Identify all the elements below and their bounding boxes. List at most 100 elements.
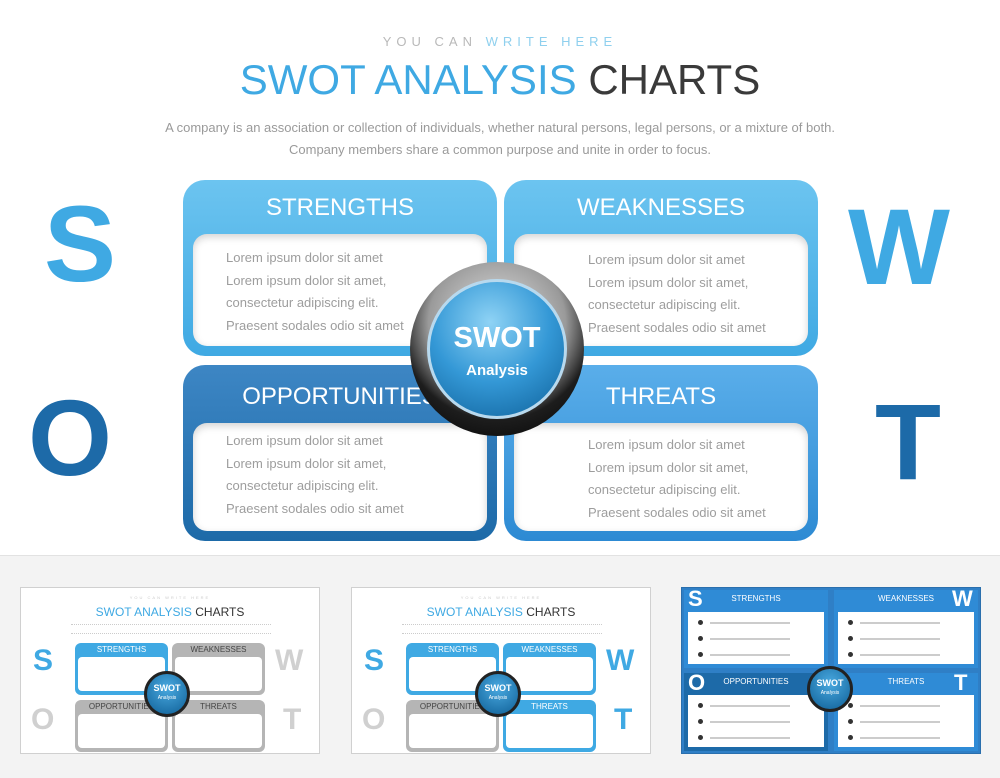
thumb3-weaknesses-body: [838, 612, 974, 664]
bullet-icon: [848, 719, 853, 724]
bullet-icon: [848, 735, 853, 740]
threats-card: THREATS Lorem ipsum dolor sit amet Lorem…: [504, 365, 818, 541]
thumb3-center: SWOT Analysis: [807, 666, 853, 712]
thumb3-opportunities-label: OPPORTUNITIES: [723, 677, 789, 686]
text-line: [710, 654, 790, 656]
strengths-title: STRENGTHS: [265, 194, 414, 221]
text-line: [860, 638, 940, 640]
thumb2-strengths-label: STRENGTHS: [427, 645, 478, 654]
thumb2-threats-label: THREATS: [531, 702, 568, 711]
thumb2-letter-o: O: [362, 703, 386, 736]
thumb3-strengths-label: STRENGTHS: [731, 594, 781, 603]
thumb3-letter-s: S: [688, 587, 703, 611]
eyebrow: YOU CAN WRITE HERE: [382, 34, 618, 49]
thumb1-opportunities-body: [78, 714, 165, 748]
thumb2-letter-t: T: [614, 703, 633, 736]
threats-text: Lorem ipsum dolor sit amet Lorem ipsum d…: [588, 437, 766, 520]
thumb1-opportunities: OPPORTUNITIES: [75, 700, 168, 752]
text-line: [860, 721, 940, 723]
thumb3-strengths: STRENGTHS: [684, 590, 828, 668]
subtitle: A company is an association or collectio…: [165, 120, 835, 157]
thumb3-threats-label: THREATS: [887, 677, 925, 686]
thumb3-threats-body: [838, 695, 974, 747]
thumb2-letter-w: W: [606, 644, 635, 677]
thumb1-letter-w: W: [275, 644, 304, 677]
bullet-icon: [848, 703, 853, 708]
text-line: [860, 622, 940, 624]
thumb1-threats: THREATS: [172, 700, 265, 752]
thumb3-strengths-body: [688, 612, 824, 664]
thumb1-eyebrow: YOU CAN WRITE HERE: [129, 595, 211, 600]
page-title: SWOT ANALYSIS CHARTS: [239, 56, 761, 103]
letter-t: T: [875, 381, 941, 502]
thumb1-center-title: SWOT: [153, 683, 181, 693]
thumb1-subtitle: [71, 624, 271, 634]
swot-center-title: SWOT: [453, 322, 541, 354]
thumb3-letter-o: O: [688, 670, 706, 695]
text-line: [710, 638, 790, 640]
letter-w: W: [848, 186, 950, 307]
thumb2-center-subtitle: Analysis: [488, 695, 508, 701]
thumb1-letter-s: S: [33, 644, 54, 677]
thumb2-title: SWOT ANALYSIS CHARTS: [426, 605, 576, 619]
bullet-icon: [848, 652, 853, 657]
text-line: [710, 721, 790, 723]
thumb3-center-title: SWOT: [816, 678, 844, 688]
opportunities-body: Lorem ipsum dolor sit amet Lorem ipsum d…: [193, 423, 487, 531]
thumb2-opportunities: OPPORTUNITIES: [406, 700, 499, 752]
thumb2-weaknesses-body: [506, 657, 593, 691]
thumb2-weaknesses: WEAKNESSES: [503, 643, 596, 695]
weaknesses-text: Lorem ipsum dolor sit amet Lorem ipsum d…: [588, 252, 766, 335]
thumb3-opportunities: OPPORTUNITIES: [684, 673, 828, 751]
text-line: [860, 705, 940, 707]
thumbnail-3[interactable]: STRENGTHS WEAKNESSES OPPORTUNITIES THREA…: [681, 587, 981, 754]
strengths-text: Lorem ipsum dolor sit amet Lorem ipsum d…: [226, 250, 404, 333]
text-line: [710, 705, 790, 707]
thumb2-weaknesses-label: WEAKNESSES: [521, 645, 578, 654]
text-line: [860, 737, 940, 739]
thumb3-threats: THREATS: [834, 673, 978, 751]
letter-s: S: [44, 183, 117, 304]
weaknesses-title: WEAKNESSES: [576, 194, 746, 221]
bullet-icon: [698, 652, 703, 657]
thumb3-center-subtitle: Analysis: [820, 690, 840, 696]
thumb1-weaknesses-label: WEAKNESSES: [190, 645, 247, 654]
thumb2-eyebrow: YOU CAN WRITE HERE: [460, 595, 542, 600]
text-line: [710, 622, 790, 624]
bullet-icon: [698, 703, 703, 708]
thumb2-subtitle: [402, 624, 602, 634]
thumb1-strengths-label: STRENGTHS: [96, 645, 147, 654]
bullet-icon: [848, 620, 853, 625]
thumb3-weaknesses-label: WEAKNESSES: [877, 594, 934, 603]
thumb2-threats: THREATS: [503, 700, 596, 752]
thumb2-letter-s: S: [364, 644, 385, 677]
bullet-icon: [698, 735, 703, 740]
thumb1-weaknesses-body: [175, 657, 262, 691]
weaknesses-body: Lorem ipsum dolor sit amet Lorem ipsum d…: [514, 234, 808, 346]
threats-body: Lorem ipsum dolor sit amet Lorem ipsum d…: [514, 423, 808, 531]
thumb1-letter-t: T: [283, 703, 302, 736]
text-line: [710, 737, 790, 739]
letter-o: O: [28, 377, 113, 498]
thumb3-letter-w: W: [952, 587, 973, 611]
bullet-icon: [698, 636, 703, 641]
thumb1-center-subtitle: Analysis: [157, 695, 177, 701]
thumbnail-2[interactable]: YOU CAN WRITE HERE SWOT ANALYSIS CHARTS …: [351, 587, 651, 754]
thumb2-opportunities-label: OPPORTUNITIES: [419, 702, 486, 711]
thumb3-letter-t: T: [954, 670, 968, 695]
threats-title: THREATS: [605, 383, 717, 410]
thumb3-weaknesses: WEAKNESSES: [834, 590, 978, 668]
opportunities-title: OPPORTUNITIES: [242, 383, 438, 410]
thumb2-opportunities-body: [409, 714, 496, 748]
thumb1-threats-label: THREATS: [200, 702, 237, 711]
main-slide: YOU CAN WRITE HERE SWOT ANALYSIS CHARTS …: [0, 0, 1000, 556]
bullet-icon: [848, 636, 853, 641]
thumb3-opportunities-body: [688, 695, 824, 747]
thumb1-opportunities-label: OPPORTUNITIES: [88, 702, 155, 711]
thumb2-threats-body: [506, 714, 593, 748]
swot-center-badge: SWOT Analysis: [410, 262, 584, 436]
text-line: [860, 654, 940, 656]
swot-center-inner: SWOT Analysis: [427, 279, 567, 419]
thumbnail-1[interactable]: YOU CAN WRITE HERE SWOT ANALYSIS CHARTS …: [20, 587, 320, 754]
